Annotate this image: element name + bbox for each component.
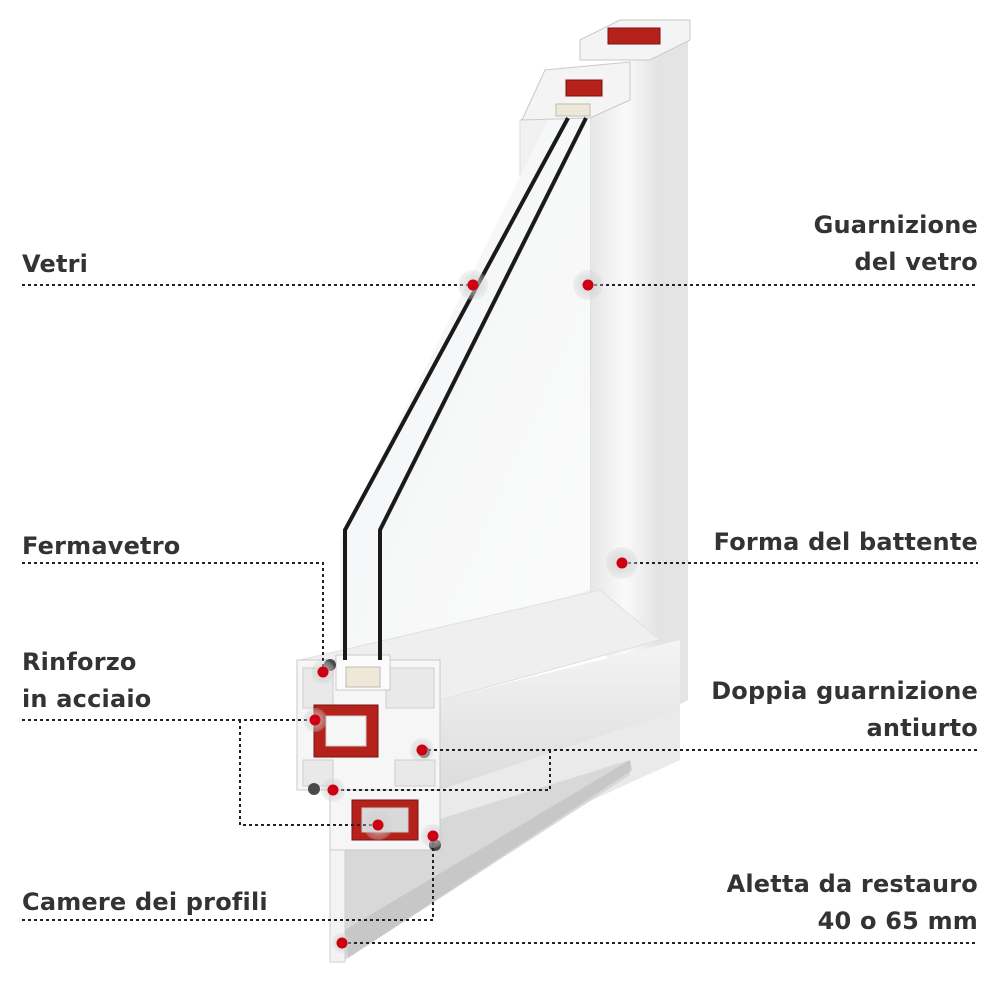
leader-lines <box>22 284 978 944</box>
label-rinforzo-acciaio: Rinforzo in acciaio <box>22 644 151 718</box>
marker-rinforzo-2 <box>372 819 384 831</box>
label-fermavetro: Fermavetro <box>22 528 180 565</box>
label-rinforzo-line1: Rinforzo <box>22 648 137 676</box>
marker-camere <box>427 830 439 842</box>
label-doppia-line2: antiurto <box>866 714 978 742</box>
marker-doppia <box>416 744 428 756</box>
label-forma-battente-text: Forma del battente <box>713 528 978 556</box>
marker-rinforzo <box>309 714 321 726</box>
label-aletta-restauro: Aletta da restauro 40 o 65 mm <box>727 866 978 940</box>
marker-guarnizione <box>582 279 594 291</box>
label-camere-profili: Camere dei profili <box>22 884 268 921</box>
label-aletta-line1: Aletta da restauro <box>726 870 978 898</box>
marker-aletta <box>336 937 348 949</box>
label-aletta-line2: 40 o 65 mm <box>817 907 978 935</box>
leader-doppia-drop <box>333 750 551 791</box>
top-cross-section <box>521 19 691 121</box>
glass-edges <box>343 117 588 660</box>
label-doppia-guarnizione: Doppia guarnizione antiurto <box>711 673 978 747</box>
label-doppia-line1: Doppia guarnizione <box>711 677 978 705</box>
marker-doppia-2 <box>327 784 339 796</box>
markers <box>303 270 638 953</box>
marker-forma-battente <box>616 557 628 569</box>
frame-sill-face <box>440 640 680 790</box>
label-guarnizione-vetro: Guarnizione del vetro <box>814 207 978 281</box>
label-forma-battente: Forma del battente <box>714 524 978 561</box>
window-illustration <box>296 19 691 963</box>
label-fermavetro-text: Fermavetro <box>22 532 181 560</box>
leader-fermavetro <box>22 562 324 670</box>
frame-vertical-back <box>660 25 688 715</box>
leader-camere <box>22 836 434 921</box>
label-guarnizione-line2: del vetro <box>854 248 978 276</box>
restoration-fin-shadow <box>345 760 632 958</box>
label-vetri: Vetri <box>22 246 88 283</box>
leader-rinforzo-drop <box>239 720 378 826</box>
label-guarnizione-line1: Guarnizione <box>813 211 978 239</box>
marker-fermavetro <box>317 666 329 678</box>
label-rinforzo-line2: in acciaio <box>22 685 152 713</box>
marker-vetri <box>467 279 479 291</box>
label-camere-text: Camere dei profili <box>22 888 268 916</box>
label-vetri-text: Vetri <box>22 250 89 278</box>
